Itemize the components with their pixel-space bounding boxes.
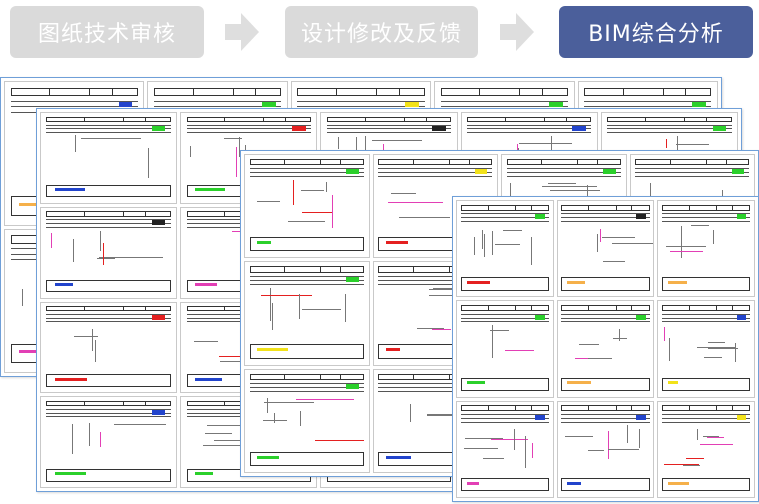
- review-page-thumbnail: [556, 300, 655, 398]
- review-page-thumbnail: [40, 396, 178, 488]
- review-page-thumbnail: [40, 112, 178, 204]
- review-page-thumbnail: [456, 200, 554, 298]
- step-drawing-review[interactable]: 图纸技术审核: [10, 6, 204, 58]
- review-page-thumbnail: [244, 368, 370, 473]
- review-page-thumbnail: [657, 400, 755, 498]
- review-page-thumbnail: [556, 200, 655, 298]
- review-page-thumbnail: [456, 400, 554, 498]
- step-bim-analysis[interactable]: BIM综合分析: [559, 6, 753, 58]
- review-page-thumbnail: [657, 300, 755, 398]
- review-page-thumbnail: [657, 200, 755, 298]
- review-page-thumbnail: [456, 300, 554, 398]
- step-design-modification[interactable]: 设计修改及反馈: [285, 6, 478, 58]
- review-page-thumbnail: [244, 154, 370, 259]
- review-page-thumbnail: [244, 261, 370, 366]
- arrow-right-icon: [225, 13, 259, 51]
- arrow-right-icon: [500, 13, 534, 51]
- step-drawing-review-label: 图纸技术审核: [37, 22, 176, 47]
- review-sheet-top: [452, 196, 759, 502]
- review-page-thumbnail: [40, 301, 178, 394]
- review-page-thumbnail: [556, 400, 655, 498]
- review-page-thumbnail: [40, 206, 178, 299]
- step-bim-analysis-label: BIM综合分析: [588, 22, 724, 47]
- step-design-modification-label: 设计修改及反馈: [300, 22, 462, 47]
